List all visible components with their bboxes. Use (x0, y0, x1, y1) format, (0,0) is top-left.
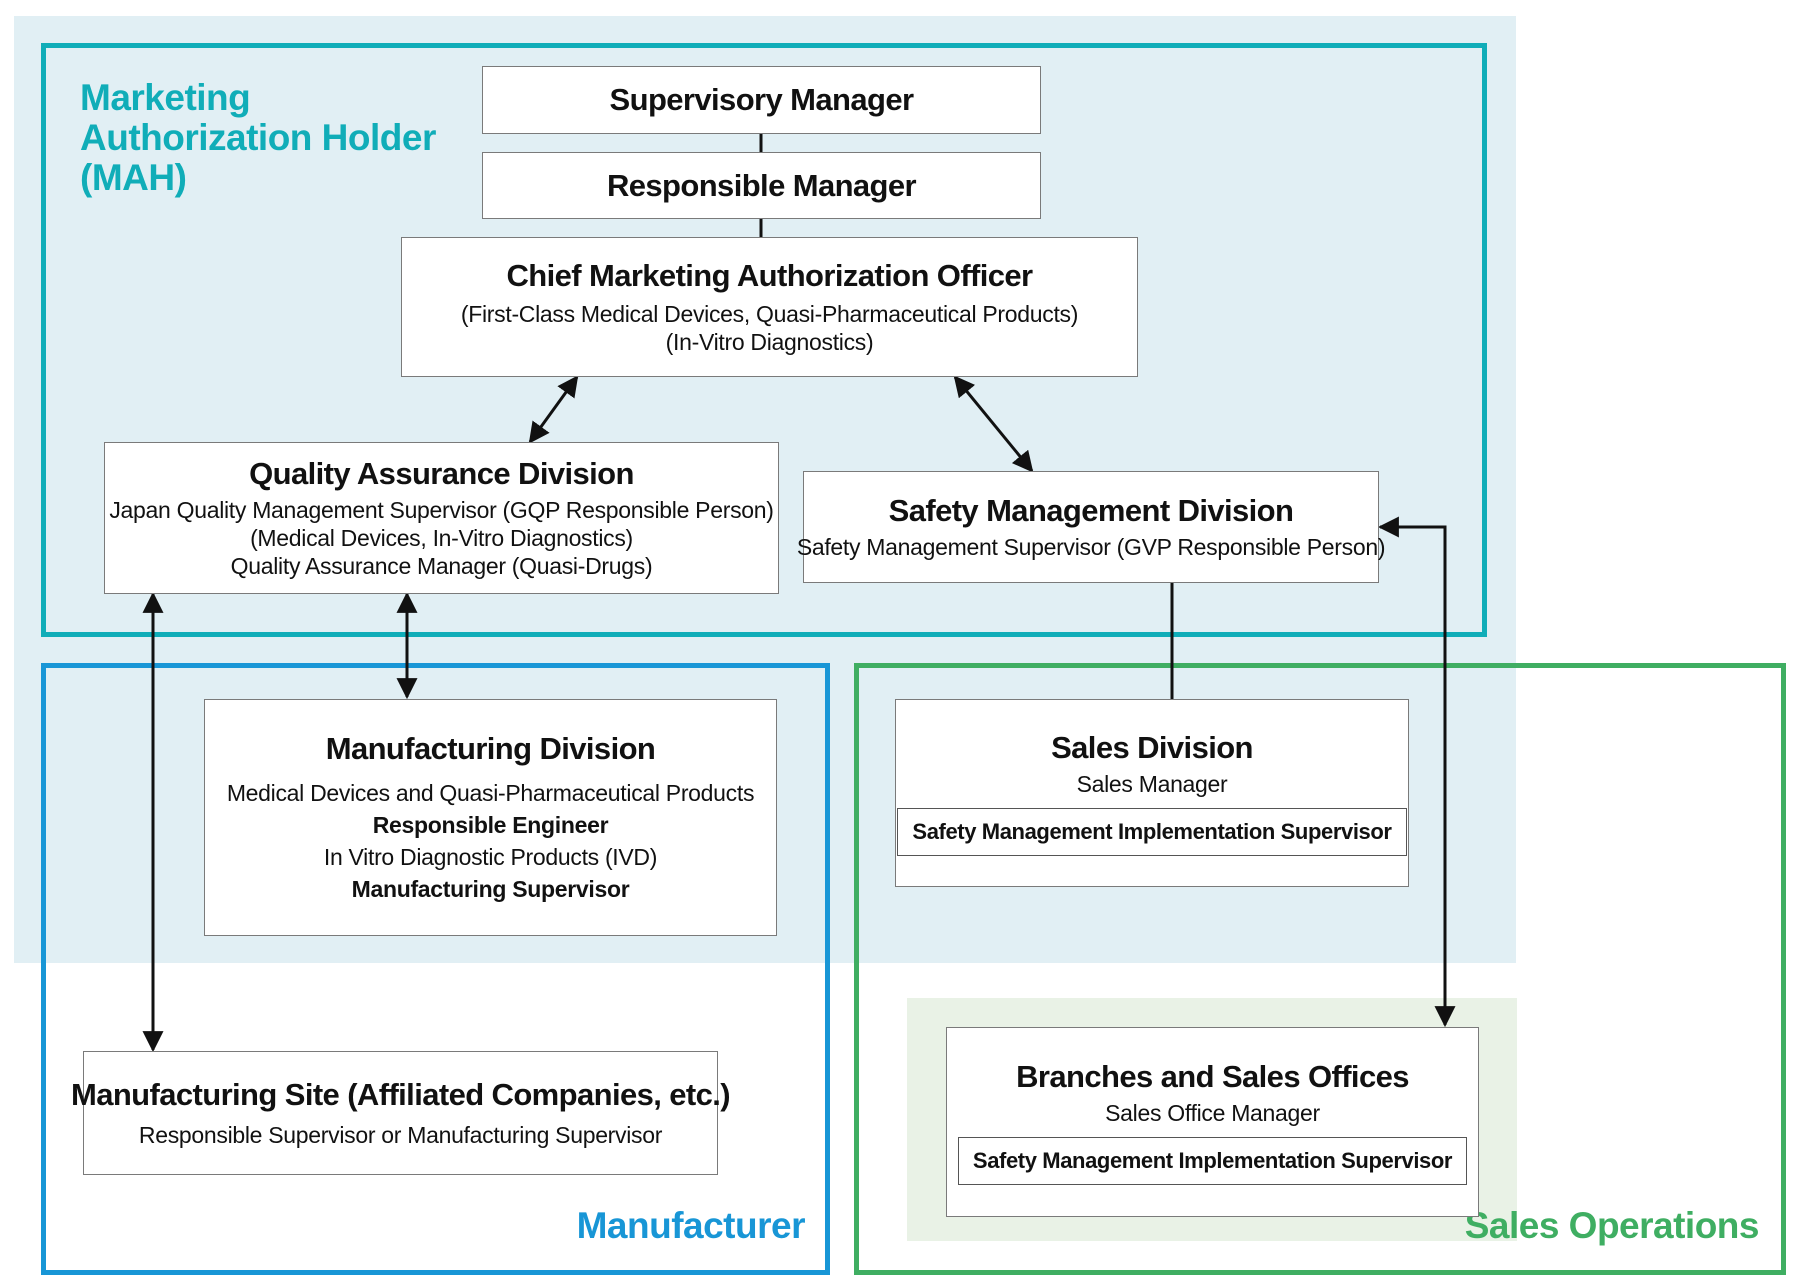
quality-assurance-line: Quality Assurance Manager (Quasi-Drugs) (230, 553, 653, 579)
safety-management-title: Safety Management Division (888, 493, 1294, 528)
supervisory-manager-title: Supervisory Manager (609, 82, 914, 117)
mah-title-line: (MAH) (80, 157, 187, 198)
arrow-safety-branches (1377, 516, 1456, 1028)
sales-operations-title: Sales Operations (1464, 1205, 1760, 1246)
quality-assurance-title: Quality Assurance Division (249, 456, 634, 491)
manufacturing-division-line: Medical Devices and Quasi-Pharmaceutical… (226, 779, 755, 806)
cmao-line: (In-Vitro Diagnostics) (665, 329, 874, 355)
mah-title-line: Authorization Holder (80, 117, 436, 158)
manufacturing-site-title: Manufacturing Site (Affiliated Companies… (70, 1077, 731, 1112)
cmao-title: Chief Marketing Authorization Officer (506, 258, 1033, 293)
mah-title: Marketing Authorization Holder (MAH) (80, 78, 436, 198)
sales-division-line: Sales Manager (1076, 771, 1228, 797)
safety-management-line: Safety Management Supervisor (GVP Respon… (796, 534, 1386, 560)
manufacturing-division-line: In Vitro Diagnostic Products (IVD) (323, 843, 658, 870)
branches-implementation-supervisor: Safety Management Implementation Supervi… (957, 1137, 1468, 1185)
cmao-line: (First-Class Medical Devices, Quasi-Phar… (460, 301, 1079, 327)
manufacturing-site-box: Manufacturing Site (Affiliated Companies… (71, 1051, 731, 1175)
sales-division-implementation-supervisor: Safety Management Implementation Supervi… (897, 808, 1407, 856)
manufacturer-frame (41, 663, 830, 1275)
manufacturing-division-box: Manufacturing Division Medical Devices a… (204, 699, 777, 936)
cmao-box: Chief Marketing Authorization Officer (F… (401, 237, 1138, 377)
quality-assurance-line: Japan Quality Management Supervisor (GQP… (109, 497, 774, 523)
branches-line: Sales Office Manager (1105, 1100, 1320, 1126)
manufacturing-site-line: Responsible Supervisor or Manufacturing … (138, 1122, 663, 1148)
responsible-manager-title: Responsible Manager (606, 167, 917, 203)
responsible-manager-box: Responsible Manager (482, 152, 1041, 219)
arrow-cmao-qa (528, 375, 579, 444)
manufacturing-division-line: Responsible Engineer (372, 811, 609, 838)
sales-operations-frame (854, 663, 1786, 1275)
mah-title-line: Marketing (80, 77, 251, 118)
manufacturing-division-title: Manufacturing Division (325, 730, 656, 766)
safety-management-box: Safety Management Division Safety Manage… (797, 471, 1385, 583)
quality-assurance-box: Quality Assurance Division Japan Quality… (104, 442, 779, 594)
sales-division-box: Sales Division Sales Manager Safety Mana… (895, 699, 1409, 887)
branches-title: Branches and Sales Offices (1016, 1059, 1409, 1094)
mah-frame (41, 43, 1487, 637)
quality-assurance-line: (Medical Devices, In-Vitro Diagnostics) (250, 525, 633, 551)
arrow-cmao-safety (953, 375, 1034, 473)
manufacturer-title: Manufacturer (576, 1205, 806, 1246)
branches-box: Branches and Sales Offices Sales Office … (946, 1027, 1479, 1217)
sales-division-title: Sales Division (1051, 730, 1253, 765)
manufacturing-division-line: Manufacturing Supervisor (351, 875, 630, 902)
supervisory-manager-box: Supervisory Manager (482, 66, 1041, 134)
